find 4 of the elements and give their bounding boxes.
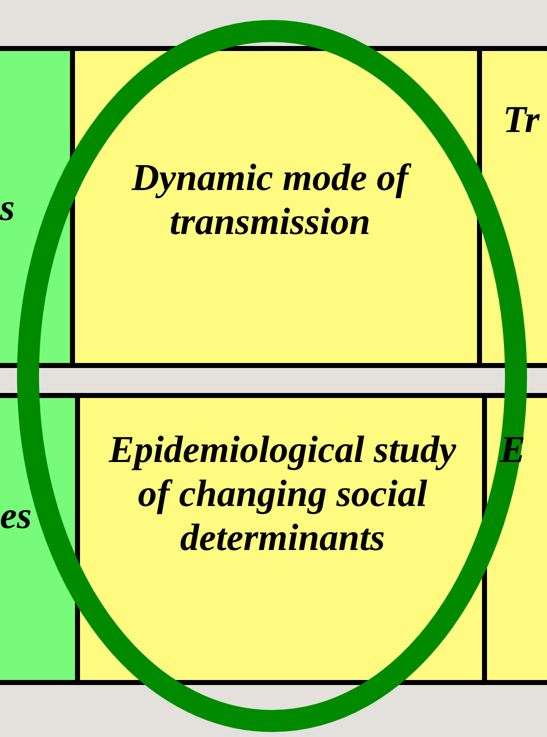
cell-text: Tr bbox=[503, 98, 541, 142]
cell-text: Epidemiological study of changing social determinants bbox=[108, 428, 458, 560]
cell-text: es bbox=[0, 494, 33, 538]
cell-text: Dynamic mode of transmission bbox=[95, 156, 445, 244]
